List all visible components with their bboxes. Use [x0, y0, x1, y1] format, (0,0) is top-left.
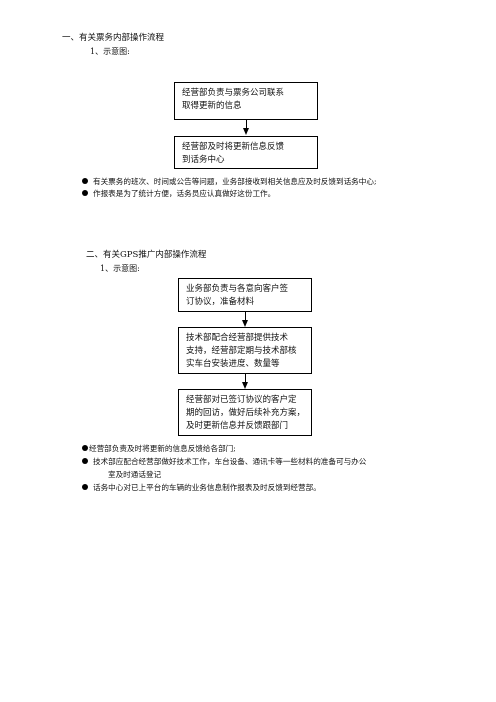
bullet-icon	[82, 445, 88, 451]
s2-bullet-2-text: 技术部应配合经营部做好技术工作，车台设备、通讯卡等一些材料的准备可与办公	[93, 457, 367, 466]
section2-heading: 二、有关GPS推广内部操作流程	[86, 250, 207, 260]
s1-bullet-2-text: 作报表是为了统计方便，话务员应认真做好这份工作。	[93, 189, 276, 198]
bullet-icon	[82, 178, 88, 184]
s2-box3-line3: 及时更新信息并反馈跟部门	[186, 421, 289, 431]
section1-subheading: 1、示意图:	[90, 47, 130, 56]
s2-bullet-1-text: 经营部负责及时将更新的信息反馈给各部门;	[89, 444, 236, 453]
s2-bullet-2: 技术部应配合经营部做好技术工作，车台设备、通讯卡等一些材料的准备可与办公	[82, 456, 366, 467]
s2-box1-line1: 业务部负责与各意向客户签	[186, 284, 289, 294]
s2-box3-line1: 经营部对已签订协议的客户定	[186, 395, 297, 405]
s2-bullet-3-text: 话务中心对已上平台的车辆的业务信息制作报表及时反馈到经营部。	[93, 483, 321, 492]
s2-bullet-1: 经营部负责及时将更新的信息反馈给各部门;	[82, 443, 236, 454]
s1-box1-line2: 取得更新的信息	[182, 101, 242, 111]
s2-arrow-down-icon	[242, 382, 248, 389]
s2-box2-line1: 技术部配合经营部提供技术	[186, 333, 289, 343]
s2-arrow-down-icon	[242, 320, 248, 327]
section2-subheading: 1、示意图:	[100, 264, 140, 273]
s1-bullet-1: 有关票务的班次、时间或公告等问题，业务部接收到相关信息应及时反馈到话务中心;	[82, 176, 377, 187]
s2-box3-line2: 期的回访，做好后续补充方案，	[186, 408, 306, 418]
s1-connector-1	[246, 120, 247, 131]
s2-flow-box-1: 业务部负责与各意向客户签 订协议，准备材料	[178, 278, 312, 312]
bullet-icon	[82, 484, 88, 490]
s2-connector-2	[245, 374, 246, 385]
bullet-icon	[82, 458, 88, 464]
s2-bullet-2-continuation: 室及时通话登记	[108, 470, 162, 479]
s1-flow-box-1: 经营部负责与票务公司联系 取得更新的信息	[174, 82, 318, 120]
s1-bullet-2: 作报表是为了统计方便，话务员应认真做好这份工作。	[82, 188, 275, 199]
s1-arrow-down-icon	[243, 128, 249, 135]
s2-flow-box-2: 技术部配合经营部提供技术 支持，经营部定期与技术部核 实车台安装进度、数量等	[178, 327, 312, 374]
s2-box2-line3: 实车台安装进度、数量等	[186, 359, 280, 369]
s1-bullet-1-text: 有关票务的班次、时间或公告等问题，业务部接收到相关信息应及时反馈到话务中心;	[93, 177, 377, 186]
s2-box2-line2: 支持，经营部定期与技术部核	[186, 346, 297, 356]
s2-box1-line2: 订协议，准备材料	[186, 297, 255, 307]
s2-bullet-3: 话务中心对已上平台的车辆的业务信息制作报表及时反馈到经营部。	[82, 482, 321, 493]
s1-box2-line1: 经营部及时将更新信息反馈	[182, 142, 285, 152]
section1-heading: 一、有关票务内部操作流程	[62, 33, 165, 43]
s1-box1-line1: 经营部负责与票务公司联系	[182, 88, 285, 98]
bullet-icon	[82, 190, 88, 196]
s1-flow-box-2: 经营部及时将更新信息反馈 到话务中心	[174, 136, 318, 169]
s2-connector-1	[245, 312, 246, 323]
s2-flow-box-3: 经营部对已签订协议的客户定 期的回访，做好后续补充方案， 及时更新信息并反馈跟部…	[178, 389, 312, 436]
s1-box2-line2: 到话务中心	[182, 155, 225, 165]
